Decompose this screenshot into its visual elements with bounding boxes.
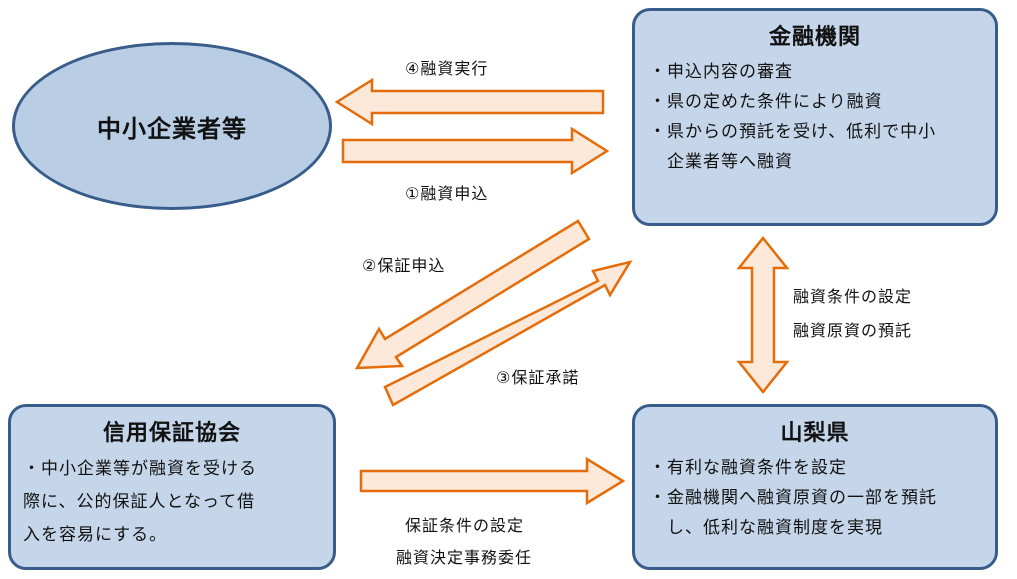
arrow-loan-application — [341, 126, 610, 176]
edge-label-guarantee-prefecture-1: 保証条件の設定 — [405, 516, 525, 535]
prefecture-title: 山梨県 — [780, 421, 850, 446]
prefecture-item: ・金融機関へ融資原資の一部を預託 — [649, 488, 937, 508]
edge-label-guarantee-prefecture-2: 融資決定事務委任 — [396, 548, 533, 567]
sme-node: 中小企業者等 — [12, 42, 332, 210]
guarantee-title: 信用保証協会 — [102, 421, 241, 446]
prefecture-item: ・有利な融資条件を設定 — [649, 458, 847, 478]
arrow-bank-prefecture — [736, 235, 790, 395]
sme-label: 中小企業者等 — [97, 114, 247, 143]
prefecture-item: し、低利な融資制度を実現 — [649, 518, 883, 538]
arrow-guarantee-prefecture — [359, 456, 626, 506]
edge-label-bank-prefecture-2: 融資原資の預託 — [793, 321, 913, 340]
guarantee-line: 入を容易にする。 — [23, 525, 168, 545]
edge-label-guarantee-approval: ③保証承諾 — [496, 368, 580, 387]
prefecture-node: 山梨県 ・有利な融資条件を設定 ・金融機関へ融資原資の一部を預託 し、低利な融資… — [632, 404, 998, 570]
bank-item: ・県からの預託を受け、低利で中小 — [649, 122, 937, 142]
bank-title: 金融機関 — [768, 25, 861, 50]
guarantee-line: ・中小企業等が融資を受ける — [23, 459, 257, 479]
guarantee-line: 際に、公的保証人となって借 — [23, 492, 256, 512]
bank-item: ・申込内容の審査 — [649, 62, 793, 82]
edge-label-bank-prefecture-1: 融資条件の設定 — [793, 287, 913, 306]
arrow-guarantee-application — [354, 219, 591, 370]
bank-item: 企業者等へ融資 — [649, 152, 793, 172]
edge-label-guarantee-application: ②保証申込 — [362, 256, 446, 275]
guarantee-node: 信用保証協会 ・中小企業等が融資を受ける 際に、公的保証人となって借 入を容易に… — [8, 404, 336, 570]
edge-label-loan-execution: ④融資実行 — [405, 59, 489, 78]
bank-item: ・県の定めた条件により融資 — [649, 92, 883, 112]
bank-node: 金融機関 ・申込内容の審査 ・県の定めた条件により融資 ・県からの預託を受け、低… — [632, 8, 998, 226]
arrow-guarantee-approval — [383, 260, 633, 407]
arrow-loan-execution — [334, 77, 605, 127]
edge-label-loan-application: ①融資申込 — [405, 184, 489, 203]
